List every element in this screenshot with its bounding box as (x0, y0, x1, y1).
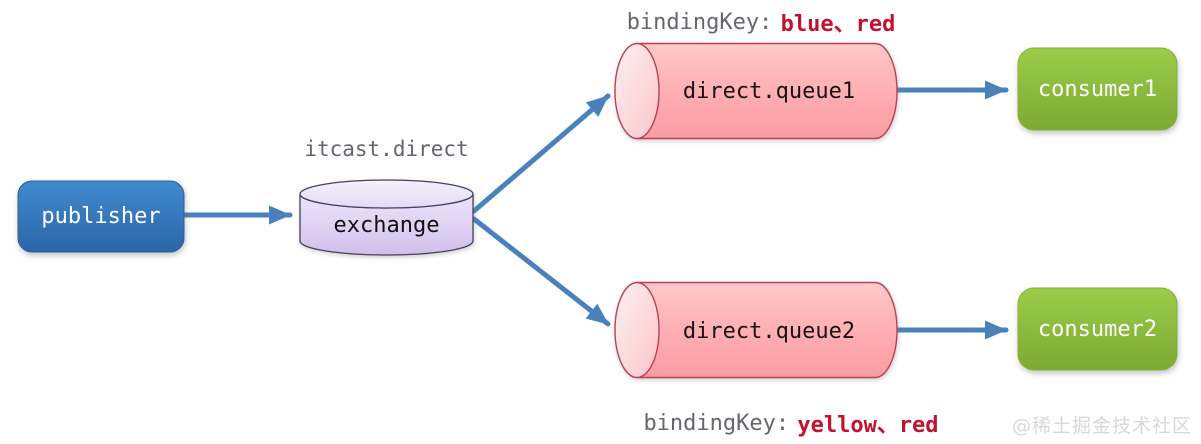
queue1-cylinder-body (636, 42, 898, 140)
binding-key-top-prefix: bindingKey: (626, 9, 773, 35)
consumer1-node (1017, 47, 1178, 131)
watermark-text: @稀土掘金技术社区 (1011, 415, 1192, 437)
arrow-exchange-to-queue1 (471, 93, 611, 214)
consumer2-node (1017, 287, 1178, 371)
binding-key-top-values: blue、red (780, 12, 896, 37)
queue2-cylinder-body (636, 281, 898, 379)
publisher-node (17, 180, 185, 253)
exchange-cylinder (299, 179, 474, 256)
binding-key-bottom: bindingKey: yellow、red (586, 407, 996, 439)
arrow-exchange-to-queue2 (471, 216, 611, 327)
binding-key-top: bindingKey: blue、red (556, 6, 966, 38)
binding-key-bottom-prefix: bindingKey: (643, 410, 790, 436)
exchange-cylinder-top (299, 179, 474, 209)
queue2-cylinder-cap (614, 281, 660, 379)
queue2-cylinder (614, 281, 898, 379)
queue1-cylinder (614, 42, 898, 140)
connector-arrows (181, 80, 1009, 340)
queue1-cylinder-cap (614, 42, 660, 140)
binding-key-bottom-values: yellow、red (797, 413, 939, 438)
